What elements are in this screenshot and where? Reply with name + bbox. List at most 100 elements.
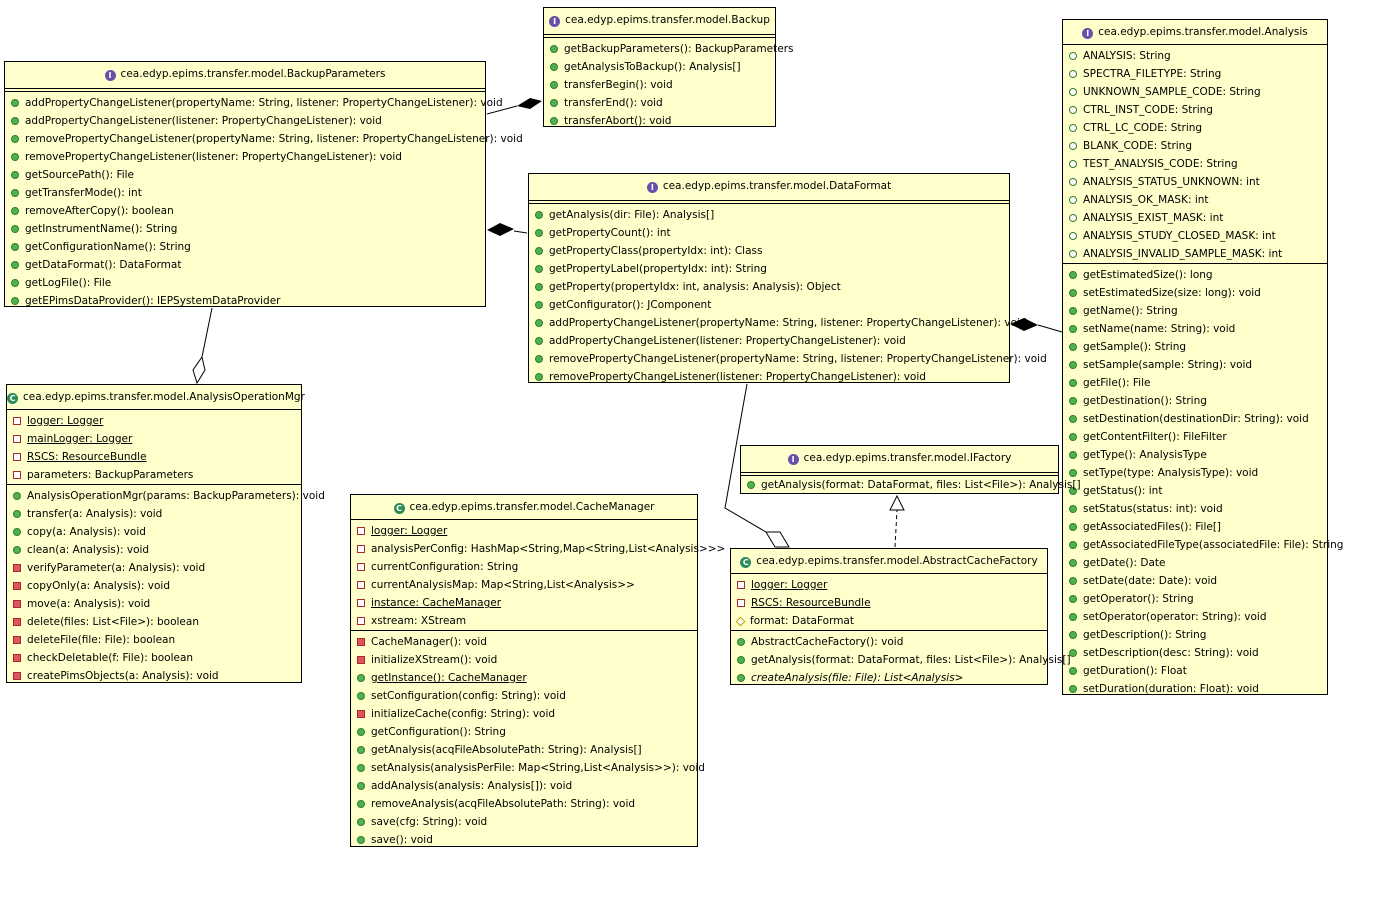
operation-row[interactable]: CacheManager(): void <box>351 633 697 651</box>
attribute-row[interactable]: logger: Logger <box>7 412 301 430</box>
attribute-row[interactable]: format: DataFormat <box>731 612 1047 630</box>
operation-row[interactable]: getType(): AnalysisType <box>1063 446 1327 464</box>
attribute-row[interactable]: ANALYSIS_OK_MASK: int <box>1063 191 1327 209</box>
operation-row[interactable]: copy(a: Analysis): void <box>7 523 301 541</box>
operation-row[interactable]: removePropertyChangeListener(propertyNam… <box>529 350 1047 368</box>
operation-row[interactable]: addPropertyChangeListener(listener: Prop… <box>529 332 1009 350</box>
attribute-row[interactable]: xstream: XStream <box>351 612 697 630</box>
operation-row[interactable]: initializeXStream(): void <box>351 651 697 669</box>
attribute-row[interactable]: RSCS: ResourceBundle <box>7 448 301 466</box>
operation-row[interactable]: move(a: Analysis): void <box>7 595 301 613</box>
operation-row[interactable]: getEstimatedSize(): long <box>1063 266 1327 284</box>
operation-row[interactable]: clean(a: Analysis): void <box>7 541 301 559</box>
operation-row[interactable]: getConfiguration(): String <box>351 723 697 741</box>
operation-row[interactable]: getTransferMode(): int <box>5 184 485 202</box>
attribute-row[interactable]: logger: Logger <box>731 576 1047 594</box>
operation-row[interactable]: setDescription(desc: String): void <box>1063 644 1327 662</box>
attribute-row[interactable]: ANALYSIS_STUDY_CLOSED_MASK: int <box>1063 227 1327 245</box>
operation-row[interactable]: getFile(): File <box>1063 374 1327 392</box>
operation-row[interactable]: getAssociatedFiles(): File[] <box>1063 518 1327 536</box>
operation-row[interactable]: getInstrumentName(): String <box>5 220 485 238</box>
operation-row[interactable]: removeAfterCopy(): boolean <box>5 202 485 220</box>
attribute-row[interactable]: currentConfiguration: String <box>351 558 697 576</box>
operation-row[interactable]: getProperty(propertyIdx: int, analysis: … <box>529 278 1009 296</box>
operation-row[interactable]: getPropertyClass(propertyIdx: int): Clas… <box>529 242 1009 260</box>
attribute-row[interactable]: ANALYSIS_STATUS_UNKNOWN: int <box>1063 173 1327 191</box>
operation-row[interactable]: getContentFilter(): FileFilter <box>1063 428 1327 446</box>
operation-row[interactable]: delete(files: List<File>): boolean <box>7 613 301 631</box>
attribute-row[interactable]: CTRL_LC_CODE: String <box>1063 119 1327 137</box>
operation-row[interactable]: AbstractCacheFactory(): void <box>731 633 1047 651</box>
operation-row[interactable]: initializeCache(config: String): void <box>351 705 697 723</box>
operation-row[interactable]: getDescription(): String <box>1063 626 1327 644</box>
attribute-row[interactable]: ANALYSIS_INVALID_SAMPLE_MASK: int <box>1063 245 1327 263</box>
operation-row[interactable]: getOperator(): String <box>1063 590 1327 608</box>
attribute-row[interactable]: instance: CacheManager <box>351 594 697 612</box>
operation-row[interactable]: save(cfg: String): void <box>351 813 697 831</box>
operation-row[interactable]: getAnalysis(format: DataFormat, files: L… <box>731 651 1071 669</box>
operation-row[interactable]: setType(type: AnalysisType): void <box>1063 464 1327 482</box>
operation-row[interactable]: getSourcePath(): File <box>5 166 485 184</box>
attribute-row[interactable]: currentAnalysisMap: Map<String,List<Anal… <box>351 576 697 594</box>
operation-row[interactable]: getDestination(): String <box>1063 392 1327 410</box>
operation-row[interactable]: getPropertyLabel(propertyIdx: int): Stri… <box>529 260 1009 278</box>
operation-row[interactable]: getConfigurator(): JComponent <box>529 296 1009 314</box>
operation-row[interactable]: setConfiguration(config: String): void <box>351 687 697 705</box>
operation-row[interactable]: getDuration(): Float <box>1063 662 1327 680</box>
operation-row[interactable]: verifyParameter(a: Analysis): void <box>7 559 301 577</box>
operation-row[interactable]: setSample(sample: String): void <box>1063 356 1327 374</box>
operation-row[interactable]: addAnalysis(analysis: Analysis[]): void <box>351 777 697 795</box>
operation-row[interactable]: checkDeletable(f: File): boolean <box>7 649 301 667</box>
operation-row[interactable]: save(): void <box>351 831 697 849</box>
operation-row[interactable]: getEPimsDataProvider(): IEPSystemDataPro… <box>5 292 485 310</box>
attribute-row[interactable]: UNKNOWN_SAMPLE_CODE: String <box>1063 83 1327 101</box>
operation-row[interactable]: getInstance(): CacheManager <box>351 669 697 687</box>
operation-row[interactable]: AnalysisOperationMgr(params: BackupParam… <box>7 487 325 505</box>
operation-row[interactable]: setDuration(duration: Float): void <box>1063 680 1327 698</box>
operation-row[interactable]: removePropertyChangeListener(propertyNam… <box>5 130 523 148</box>
operation-row[interactable]: setName(name: String): void <box>1063 320 1327 338</box>
attribute-row[interactable]: BLANK_CODE: String <box>1063 137 1327 155</box>
operation-row[interactable]: removePropertyChangeListener(listener: P… <box>529 368 1009 386</box>
operation-row[interactable]: setDestination(destinationDir: String): … <box>1063 410 1327 428</box>
operation-row[interactable]: transferEnd(): void <box>544 94 775 112</box>
operation-row[interactable]: createAnalysis(file: File): List<Analysi… <box>731 669 1047 687</box>
operation-row[interactable]: getAnalysis(acqFileAbsolutePath: String)… <box>351 741 697 759</box>
operation-row[interactable]: getAnalysis(dir: File): Analysis[] <box>529 206 1009 224</box>
attribute-row[interactable]: RSCS: ResourceBundle <box>731 594 1047 612</box>
operation-row[interactable]: getAnalysisToBackup(): Analysis[] <box>544 58 775 76</box>
operation-row[interactable]: setAnalysis(analysisPerFile: Map<String,… <box>351 759 705 777</box>
operation-row[interactable]: setStatus(status: int): void <box>1063 500 1327 518</box>
operation-row[interactable]: getLogFile(): File <box>5 274 485 292</box>
operation-row[interactable]: setEstimatedSize(size: long): void <box>1063 284 1327 302</box>
operation-row[interactable]: getConfigurationName(): String <box>5 238 485 256</box>
operation-row[interactable]: transferBegin(): void <box>544 76 775 94</box>
attribute-row[interactable]: parameters: BackupParameters <box>7 466 301 484</box>
attribute-row[interactable]: TEST_ANALYSIS_CODE: String <box>1063 155 1327 173</box>
attribute-row[interactable]: ANALYSIS: String <box>1063 47 1327 65</box>
operation-row[interactable]: getPropertyCount(): int <box>529 224 1009 242</box>
attribute-row[interactable]: SPECTRA_FILETYPE: String <box>1063 65 1327 83</box>
operation-row[interactable]: getBackupParameters(): BackupParameters <box>544 40 793 58</box>
attribute-row[interactable]: analysisPerConfig: HashMap<String,Map<St… <box>351 540 725 558</box>
attribute-row[interactable]: mainLogger: Logger <box>7 430 301 448</box>
operation-row[interactable]: createPimsObjects(a: Analysis): void <box>7 667 301 685</box>
operation-row[interactable]: transfer(a: Analysis): void <box>7 505 301 523</box>
operation-row[interactable]: getDataFormat(): DataFormat <box>5 256 485 274</box>
operation-row[interactable]: addPropertyChangeListener(listener: Prop… <box>5 112 485 130</box>
operation-row[interactable]: setDate(date: Date): void <box>1063 572 1327 590</box>
operation-row[interactable]: removeAnalysis(acqFileAbsolutePath: Stri… <box>351 795 697 813</box>
operation-row[interactable]: getAnalysis(format: DataFormat, files: L… <box>741 476 1081 494</box>
attribute-row[interactable]: CTRL_INST_CODE: String <box>1063 101 1327 119</box>
operation-row[interactable]: getStatus(): int <box>1063 482 1327 500</box>
operation-row[interactable]: copyOnly(a: Analysis): void <box>7 577 301 595</box>
operation-row[interactable]: getSample(): String <box>1063 338 1327 356</box>
